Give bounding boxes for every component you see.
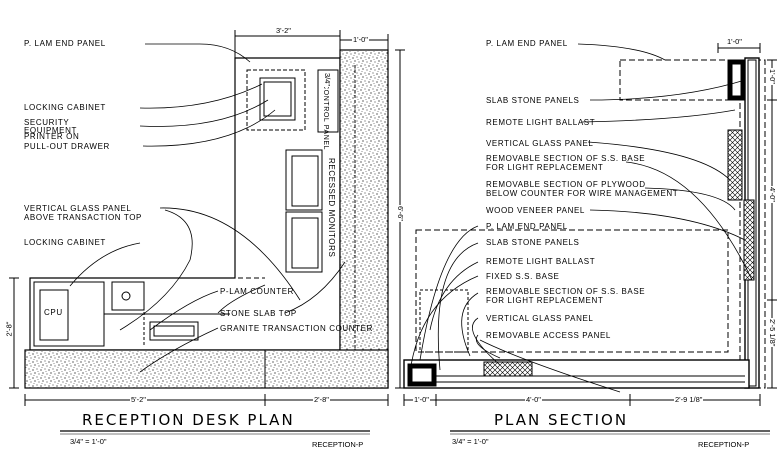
label-vertical-glass-panel: VERTICAL GLASS PANEL (24, 204, 132, 213)
label-vertical-glass-panel-top: VERTICAL GLASS PANEL (486, 139, 594, 148)
dim-section-bottom-left: 1'-0" (413, 395, 430, 404)
dim-section-bottom-mid: 4'-0" (525, 395, 542, 404)
left-plan-scale: 3/4" = 1'-0" (70, 437, 107, 446)
dim-bottom-left: 5'-2" (130, 395, 147, 404)
left-plan-title: RECEPTION DESK PLAN (82, 411, 295, 429)
plan-section (403, 43, 777, 406)
label-equipment: EQUIPMENT (24, 126, 77, 135)
dim-top-right: 1'-0" (352, 35, 369, 44)
label-p-lam-end-panel-mid: P. LAM END PANEL (486, 222, 568, 231)
right-section-title: PLAN SECTION (494, 411, 629, 429)
label-remote-light-ballast-mid: REMOTE LIGHT BALLAST (486, 257, 596, 266)
label-removable-plywood: REMOVABLE SECTION OF PLYWOOD (486, 180, 646, 189)
dim-left-height: 2'-8" (4, 320, 14, 338)
left-plan-sheet: RECEPTION-P (312, 440, 364, 449)
label-wood-veneer-panel: WOOD VENEER PANEL (486, 206, 585, 215)
dim-section-bottom-right: 2'-9 1/8" (674, 395, 704, 404)
right-section-sheet: RECEPTION-P (698, 440, 750, 449)
label-printer-on: PRINTER ON (24, 132, 80, 141)
dim-top-width: 3'-2" (275, 26, 292, 35)
label-security: SECURITY (24, 118, 70, 127)
dim-right-height-section: 4'-0" (768, 186, 777, 203)
dim-control-depth: 3/4" (323, 72, 332, 88)
label-removable-ss-base-2: REMOVABLE SECTION OF S.S. BASE (486, 287, 646, 296)
label-for-light-replacement-1: FOR LIGHT REPLACEMENT (486, 163, 604, 172)
right-section-scale: 3/4" = 1'-0" (452, 437, 489, 446)
dim-lower-right: 2'-5 1/8" (768, 318, 777, 348)
label-granite-transaction-counter: GRANITE TRANSACTION COUNTER (220, 324, 373, 333)
label-p-lam-end-panel: P. LAM END PANEL (24, 39, 106, 48)
label-slab-stone-panels-top: SLAB STONE PANELS (486, 96, 580, 105)
label-pull-out-drawer: PULL-OUT DRAWER (24, 142, 110, 151)
label-slab-stone-panels-mid: SLAB STONE PANELS (486, 238, 580, 247)
label-control-panel: CONTROL PANEL (322, 84, 329, 151)
dim-bottom-right: 2'-8" (313, 395, 330, 404)
dim-right-top: 1'-0" (726, 37, 743, 46)
label-cpu: CPU (44, 308, 63, 317)
label-recessed-monitors: RECESSED MONITORS (327, 158, 336, 258)
label-p-lam-end-panel-top: P. LAM END PANEL (486, 39, 568, 48)
label-vertical-glass-panel-mid: VERTICAL GLASS PANEL (486, 314, 594, 323)
label-locking-cabinet-top: LOCKING CABINET (24, 103, 106, 112)
label-stone-slab-top: STONE SLAB TOP (220, 309, 297, 318)
label-removable-access-panel: REMOVABLE ACCESS PANEL (486, 331, 611, 340)
label-above-transaction-top: ABOVE TRANSACTION TOP (24, 213, 142, 222)
label-fixed-ss-base: FIXED S.S. BASE (486, 272, 560, 281)
label-remote-light-ballast-top: REMOTE LIGHT BALLAST (486, 118, 596, 127)
dim-right-height: 6'-6" (396, 205, 405, 222)
label-for-light-replacement-2: FOR LIGHT REPLACEMENT (486, 296, 604, 305)
label-removable-ss-base-1: REMOVABLE SECTION OF S.S. BASE (486, 154, 646, 163)
label-locking-cabinet-low: LOCKING CABINET (24, 238, 106, 247)
dim-right-top-right: 1'-0" (768, 68, 777, 85)
label-p-lam-counter: P-LAM COUNTER (220, 287, 295, 296)
label-below-counter: BELOW COUNTER FOR WIRE MANAGEMENT (486, 189, 679, 198)
